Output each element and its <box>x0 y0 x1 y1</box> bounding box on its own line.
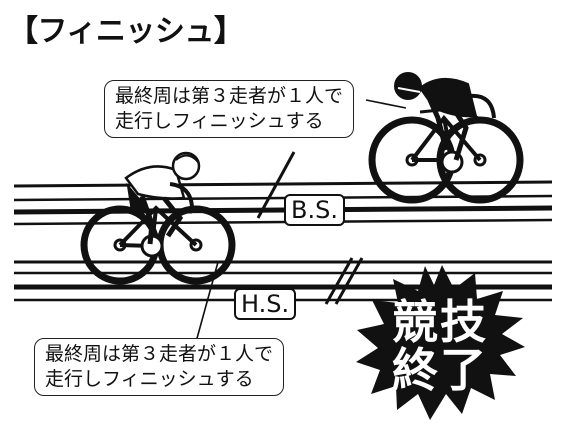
cyclist-home-straight <box>80 151 236 285</box>
race-end-burst <box>356 265 525 420</box>
race-end-text: 競技 終了 <box>380 298 500 394</box>
race-end-line-2: 終了 <box>392 343 488 397</box>
callout-bottom-line-1: 最終周は第３走者が１人で <box>45 343 274 365</box>
cyclist-back-straight <box>368 72 524 204</box>
finish-line-markers <box>256 151 364 305</box>
callout-third-rider-top: 最終周は第３走者が１人で 走行しフィニッシュする <box>104 80 355 138</box>
callout-top-line-1: 最終周は第３走者が１人で <box>115 85 344 107</box>
page-title: 【フィニッシュ】 <box>8 14 244 49</box>
callout-bottom-line-2: 走行しフィニッシュする <box>45 368 254 390</box>
home-straight-label: H.S. <box>234 288 297 320</box>
back-straight-label: B.S. <box>284 194 345 226</box>
callout-third-rider-bottom: 最終周は第３走者が１人で 走行しフィニッシュする <box>34 338 285 396</box>
race-end-line-1: 競技 <box>392 295 488 349</box>
callout-top-line-2: 走行しフィニッシュする <box>115 110 324 132</box>
